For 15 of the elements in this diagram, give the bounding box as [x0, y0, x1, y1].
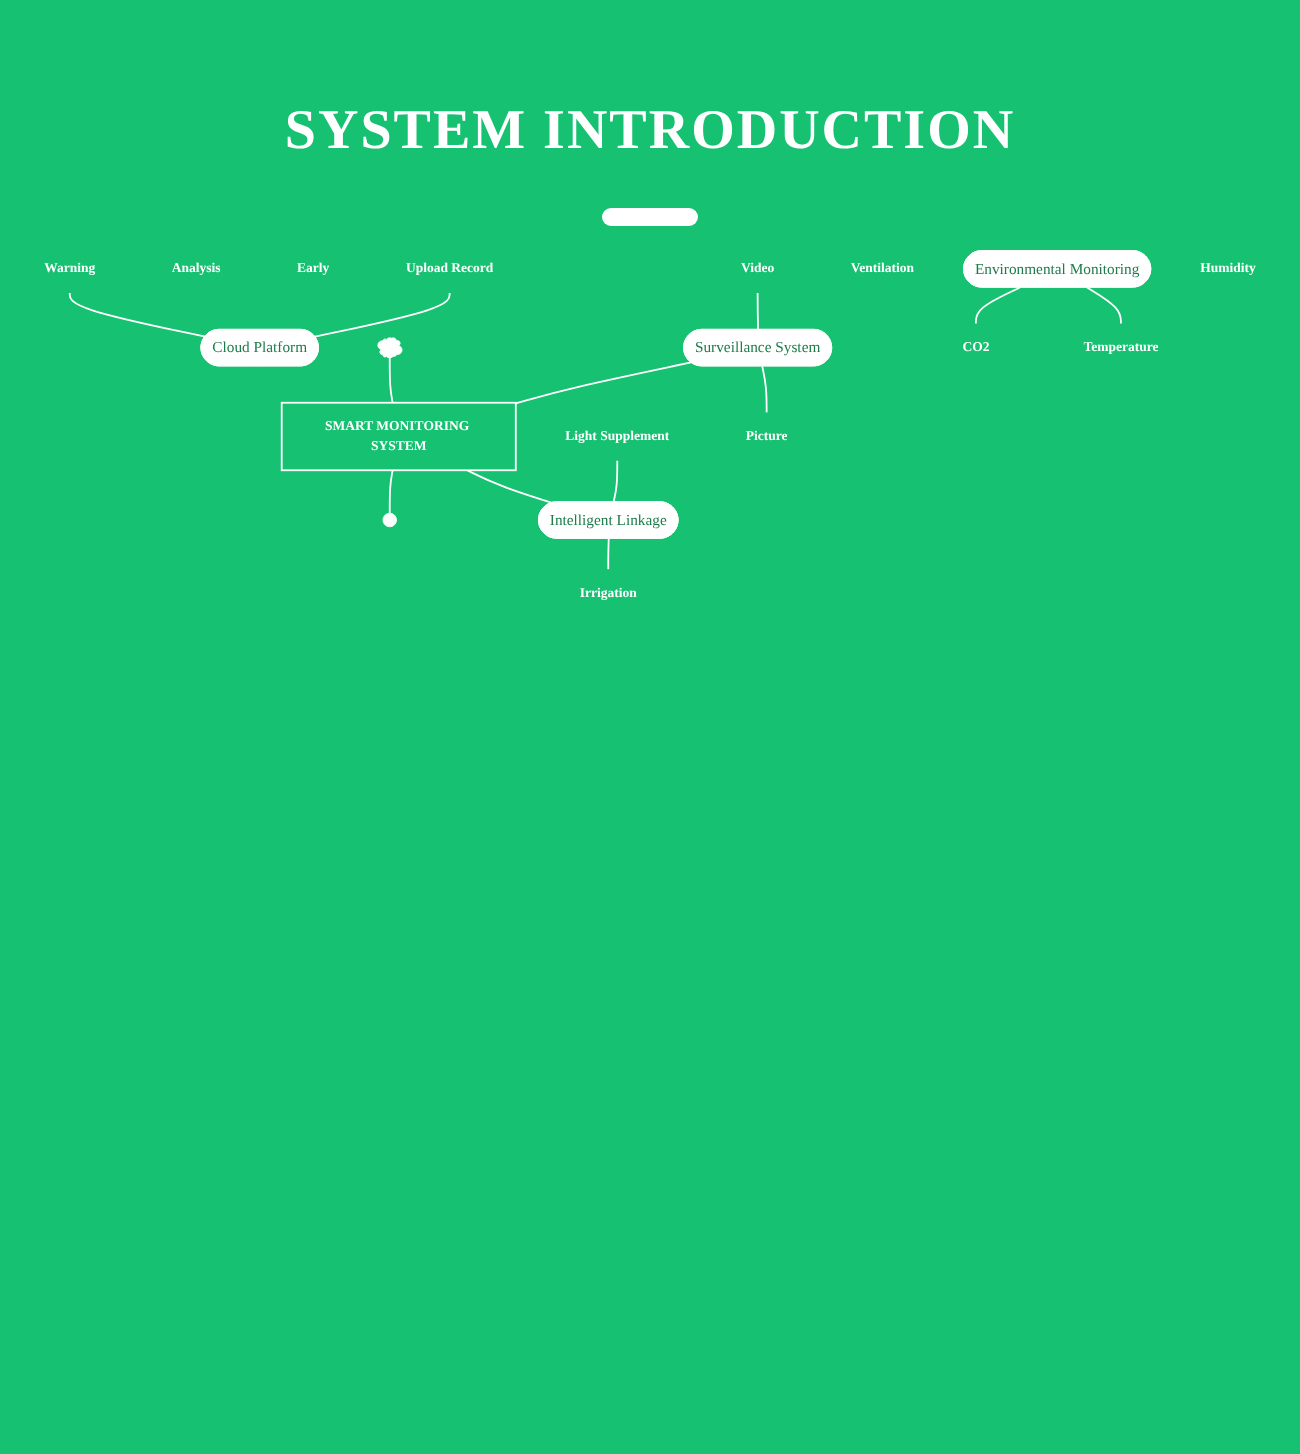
connector [68, 291, 207, 338]
node-circle [382, 512, 397, 528]
connector [388, 356, 394, 404]
connector [314, 291, 451, 338]
title: SYSTEM INTRODUCTION [282, 100, 1018, 164]
connector [514, 361, 692, 405]
node-cloud [377, 337, 403, 359]
connector [756, 291, 759, 331]
connector [466, 469, 554, 504]
connector [607, 537, 610, 571]
connector [761, 365, 768, 414]
connector [975, 286, 1021, 325]
connector [1086, 286, 1122, 325]
connector [612, 459, 619, 504]
connector [388, 469, 394, 515]
